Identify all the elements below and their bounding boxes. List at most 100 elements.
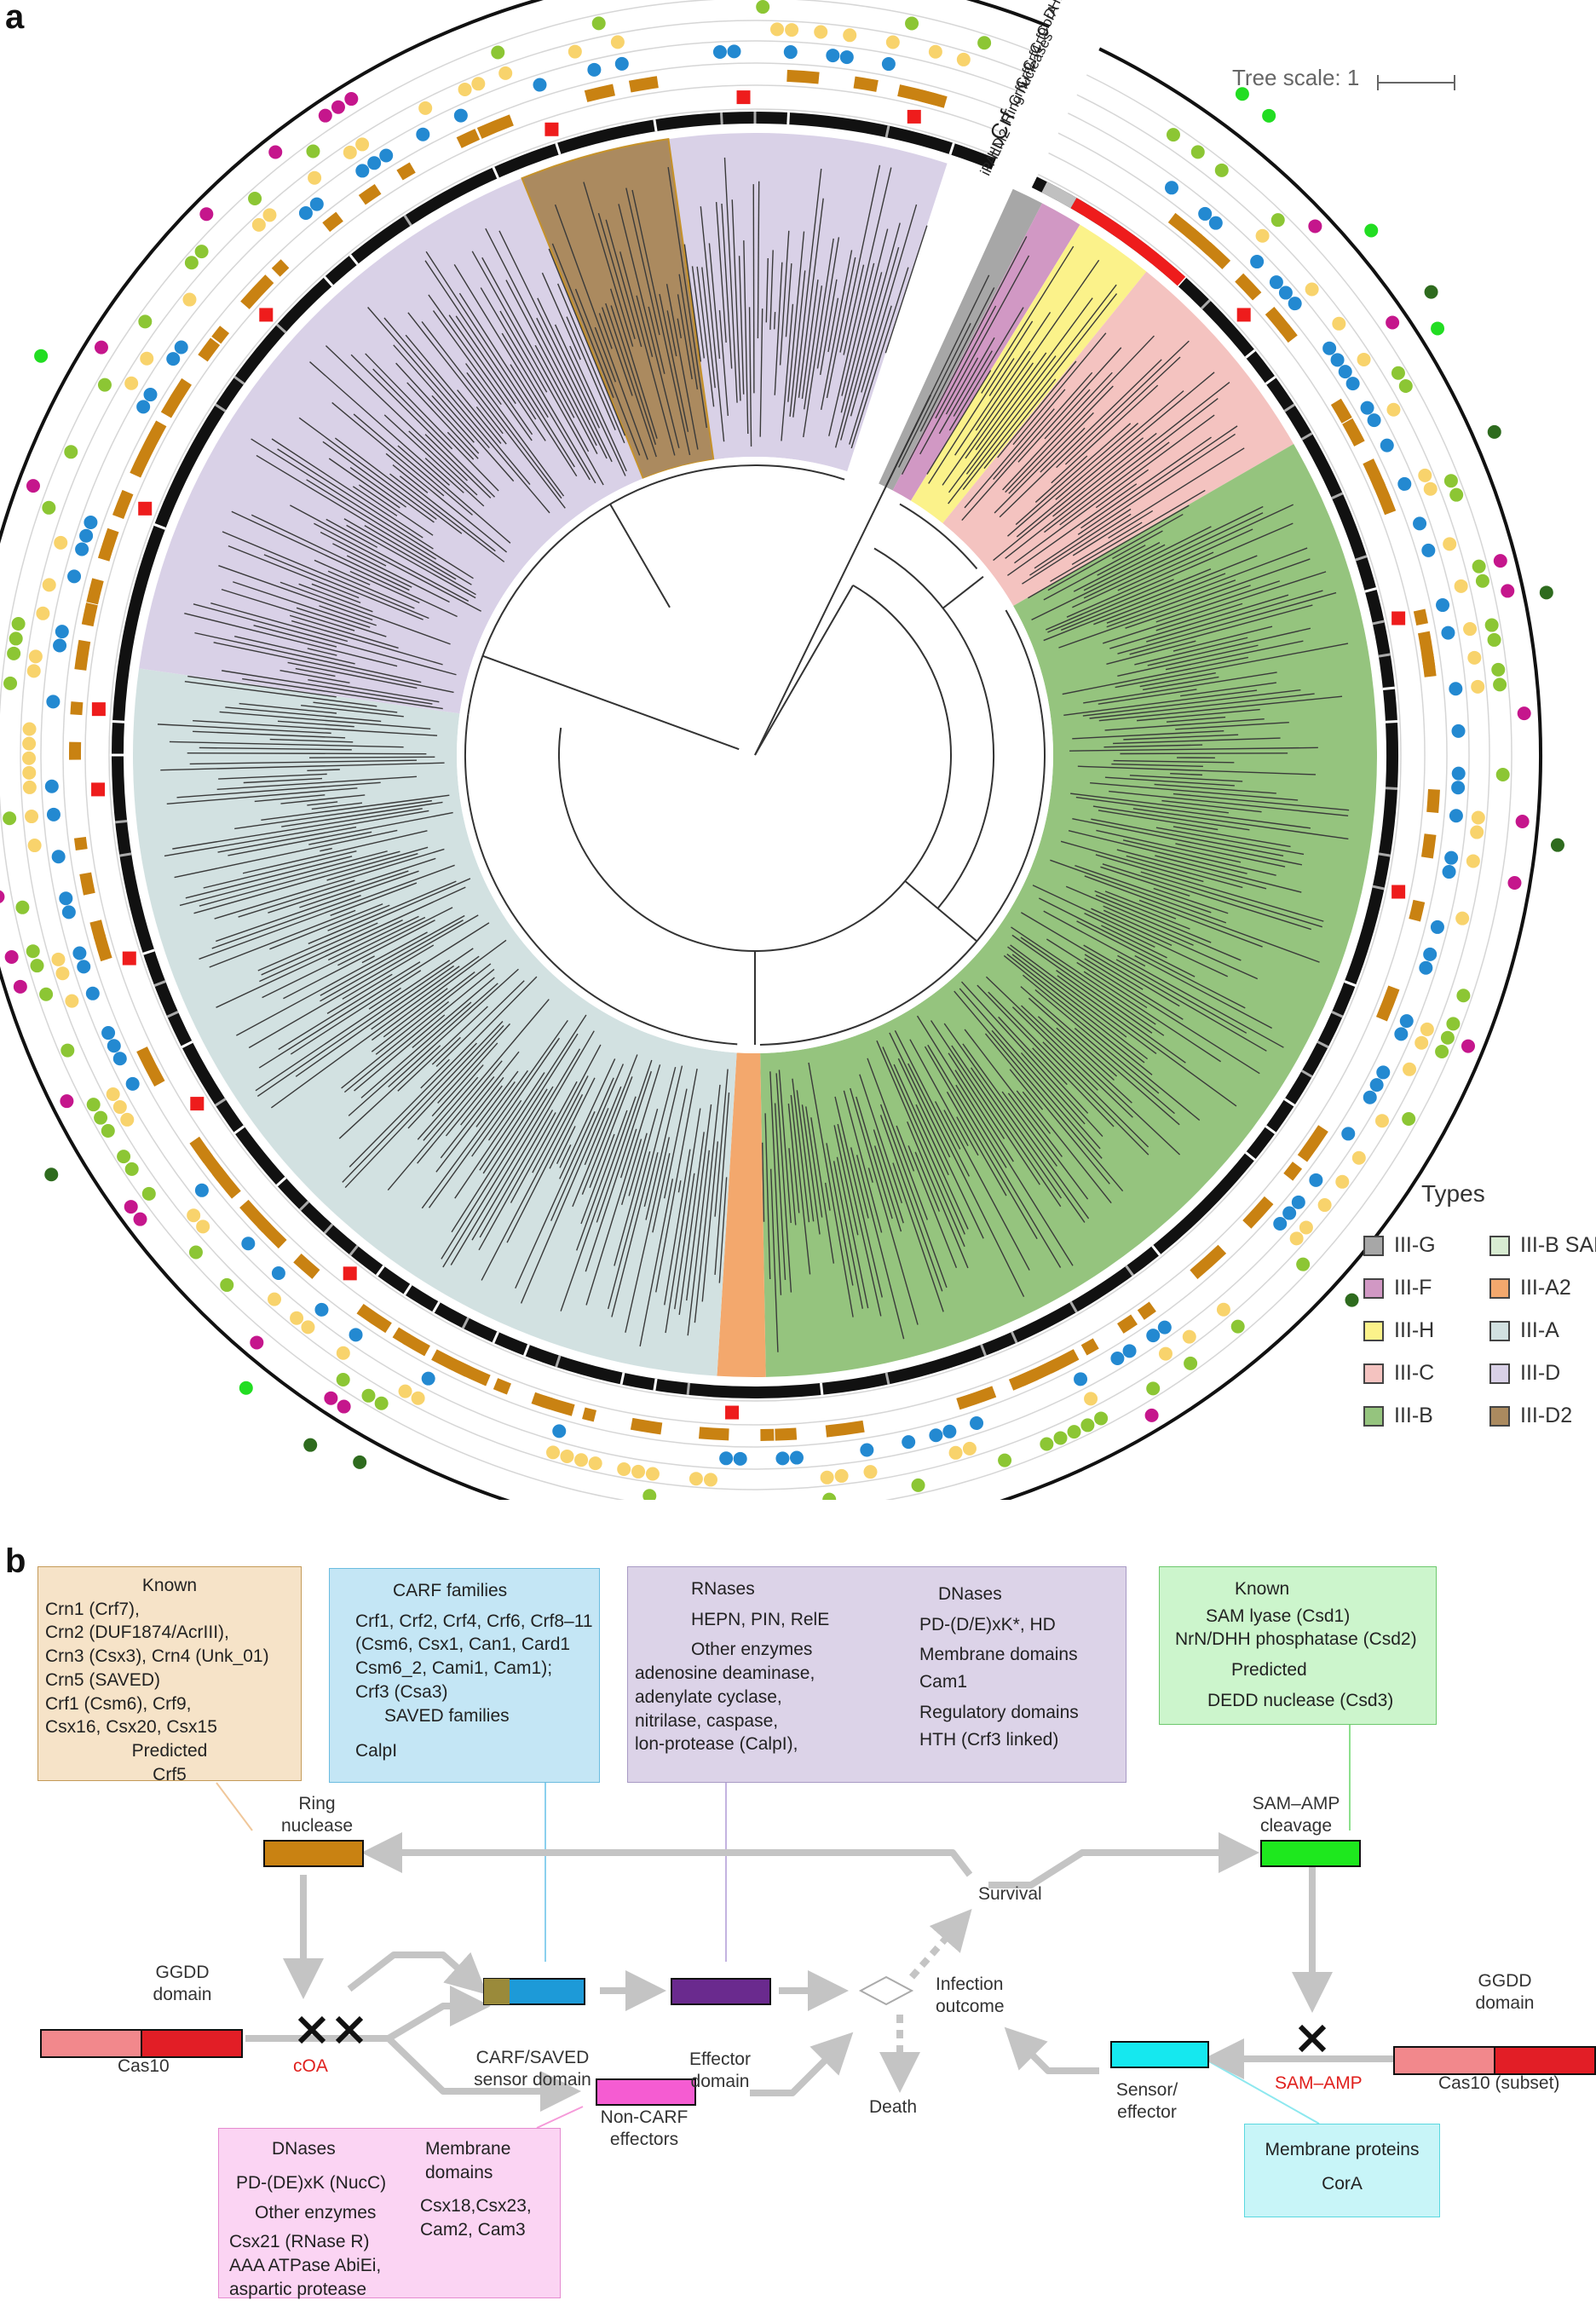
tree-leaf [1117, 954, 1284, 1048]
box-line: Crf1 (Csm6), Crf9, [45, 1693, 192, 1714]
tree-leaf [471, 1030, 595, 1241]
feature-dot [309, 197, 324, 211]
tree-leaf [364, 525, 457, 580]
hd-gap [299, 1200, 310, 1211]
tree-leaf [1155, 855, 1302, 893]
tree-leaf [1084, 875, 1320, 963]
tree-leaf [700, 206, 725, 442]
tree-leaf [262, 916, 426, 999]
tree-leaf [779, 230, 790, 366]
tree-leaf [510, 1081, 578, 1203]
tree-leaf [840, 228, 889, 413]
feature-dot [1443, 537, 1457, 551]
feature-dot [262, 208, 277, 222]
tree-leaf [867, 1058, 928, 1220]
tree-leaf [981, 245, 1075, 394]
ring-nuclease-mark [293, 1254, 320, 1279]
hd-gap [1244, 1151, 1256, 1162]
feature-dot [1296, 1257, 1311, 1271]
hd-gap [686, 1382, 691, 1396]
hd-gap [112, 719, 125, 724]
feature-dot [1255, 228, 1270, 243]
feature-dot [418, 101, 433, 115]
tree-leaf [326, 853, 418, 881]
tree-leaf [1056, 970, 1186, 1064]
feature-dot [1269, 275, 1283, 290]
feature-dot [1435, 1044, 1449, 1058]
tree-leaf [683, 244, 702, 362]
tree-leaf [1022, 513, 1132, 585]
tree-leaf [328, 458, 400, 509]
tree-leaf [792, 1078, 810, 1223]
tree-leaf [566, 316, 616, 430]
feature-dot [568, 44, 582, 59]
tree-leaf [1104, 891, 1177, 920]
ring-label: iPALM2 [977, 126, 1014, 178]
clade-wedge [942, 271, 1294, 606]
cas10-subset-label: Cas10 (subset) [1438, 2073, 1560, 2093]
legend-item: III-H [1363, 1318, 1434, 1343]
effector-col-left: RNases HEPN, PIN, RelE Other enzymes ade… [635, 1577, 829, 1756]
feature-dot [26, 944, 40, 959]
tree-leaf [856, 1096, 893, 1219]
box-line: Membrane [425, 2139, 511, 2159]
box-line: Cam1 [919, 1672, 968, 1692]
tree-leaf [1065, 885, 1242, 961]
tree-leaf [242, 677, 443, 710]
tree-leaf [1076, 920, 1246, 1009]
tree-leaf [576, 1110, 628, 1251]
feature-dot [241, 1237, 256, 1251]
tree-leaf [965, 362, 1034, 459]
tree-leaf [214, 848, 445, 920]
tree-leaf [437, 1023, 511, 1104]
tree-leaf [342, 944, 435, 1000]
feature-dot [1463, 622, 1478, 637]
box-line: Csx18,Csx23, [420, 2196, 532, 2217]
tree-leaf [1050, 489, 1206, 582]
feature-dot [314, 1302, 329, 1317]
tree-leaf [383, 414, 485, 507]
non-carf-effectors-label: Non-CARF effectors [593, 2107, 695, 2152]
tree-leaf [234, 635, 355, 665]
tree-leaf [332, 543, 450, 603]
hd-gap [1385, 719, 1398, 724]
tree-leaf [1043, 555, 1258, 642]
tree-leaf [498, 230, 613, 463]
hd-gap [1265, 1125, 1276, 1134]
ring-nuclease-mark [1235, 273, 1262, 301]
tree-leaf [901, 236, 1028, 475]
tree-leaf [828, 167, 892, 436]
tree-leaf [450, 1048, 581, 1265]
tree-leaf [371, 966, 460, 1030]
feature-dot [355, 164, 370, 178]
feature-dot [26, 664, 41, 678]
feature-dot [112, 1100, 127, 1115]
tree-leaf [1075, 864, 1212, 914]
sam-lyase-dot [1431, 321, 1445, 336]
tree-leaf [1104, 776, 1235, 787]
feature-dot [184, 256, 199, 270]
tree-leaf [954, 990, 1124, 1192]
hd-gap [142, 948, 155, 955]
tree-leaf [350, 354, 496, 498]
tree-leaf [320, 847, 332, 852]
tree-leaf [1123, 734, 1239, 741]
tree-leaf [352, 486, 398, 516]
feature-dot [416, 127, 430, 141]
legend-label: III-C [1394, 1361, 1435, 1385]
tree-leaf [471, 251, 604, 486]
tree-leaf [945, 357, 979, 415]
tree-branch [467, 464, 845, 715]
legend-label: III-B [1394, 1404, 1433, 1427]
tree-leaf [309, 361, 451, 486]
ring-nuclease-mark [1190, 1244, 1227, 1280]
tree-leaf [948, 307, 1024, 431]
cleavage-x [1298, 2024, 1327, 2053]
tree-leaf [554, 204, 648, 460]
tree-leaf [991, 1029, 1103, 1159]
box-line: Other enzymes [691, 1640, 813, 1660]
hd-gap [1300, 432, 1313, 441]
feature-dot [1330, 353, 1345, 367]
tree-leaf [894, 1030, 971, 1177]
tree-leaf [258, 922, 490, 1069]
